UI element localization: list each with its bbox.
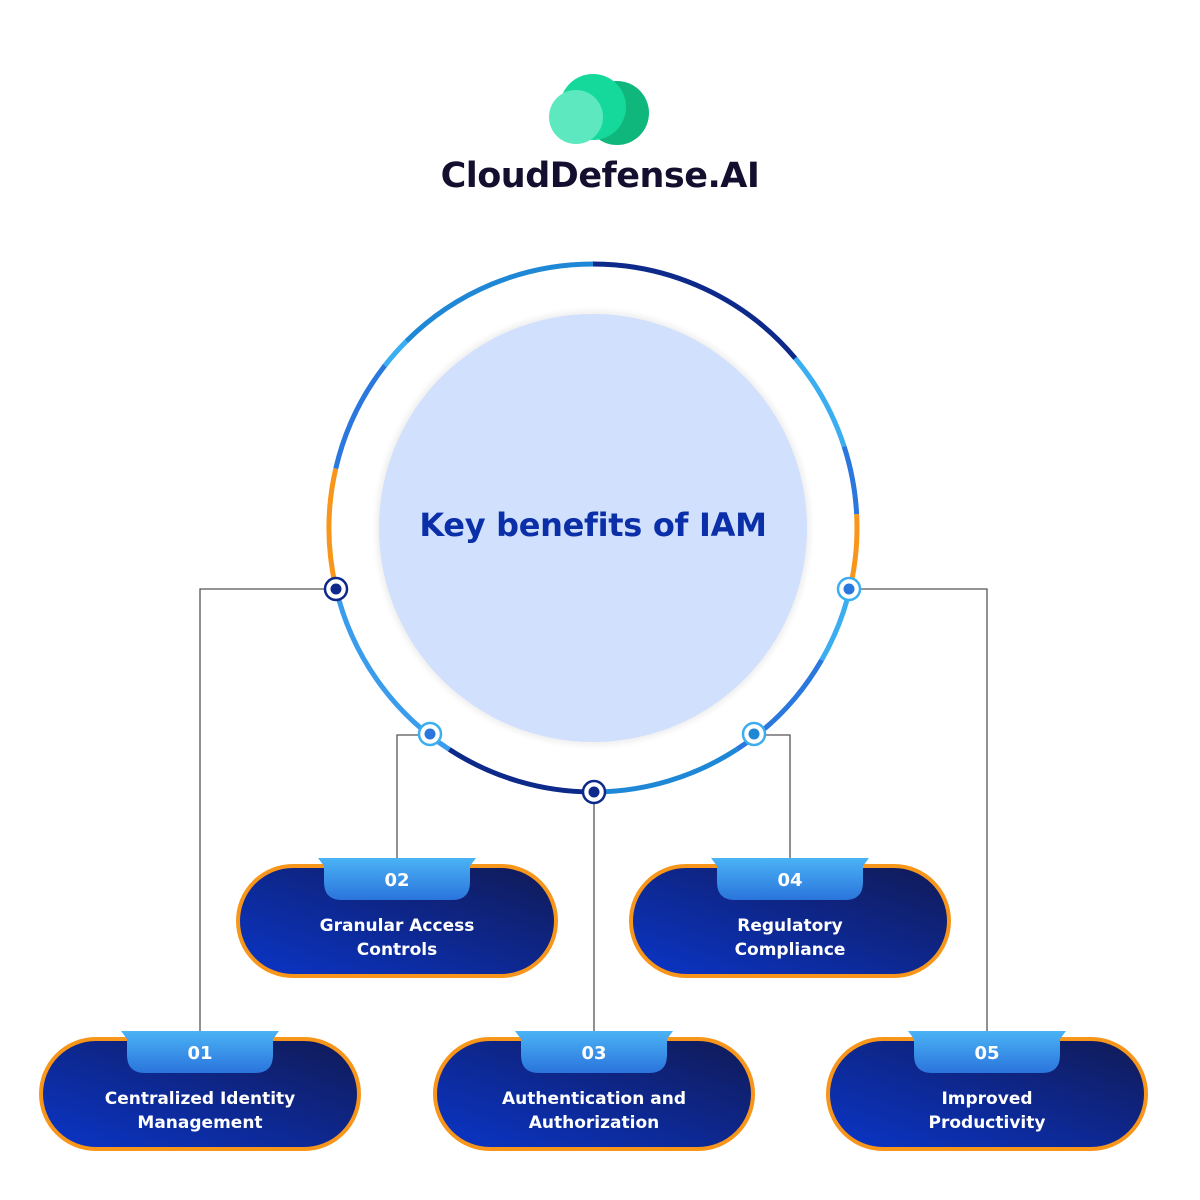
ring-segment-top-right bbox=[592, 261, 798, 360]
ring-segment-top-left bbox=[404, 261, 594, 344]
connector-02 bbox=[396, 734, 430, 860]
ring-segment-bottom-right2 bbox=[592, 747, 739, 795]
node-04-icon bbox=[741, 721, 767, 747]
benefit-card-shape-04 bbox=[629, 858, 951, 978]
benefit-number: 03 bbox=[581, 1043, 607, 1064]
card-number-tab bbox=[908, 1031, 1066, 1073]
benefit-card-shape-05 bbox=[826, 1031, 1148, 1151]
card-number-tab bbox=[711, 858, 869, 900]
ring-segment-left-light bbox=[382, 339, 409, 368]
center-title: Key benefits of IAM bbox=[419, 506, 767, 544]
benefit-label-line2: Management bbox=[137, 1113, 263, 1133]
benefit-label-line1: Improved bbox=[941, 1089, 1033, 1109]
benefit-label-line1: Centralized Identity bbox=[104, 1089, 296, 1109]
benefit-number: 01 bbox=[187, 1043, 213, 1064]
ring-segment-left-orange bbox=[326, 468, 339, 588]
card-number-tab bbox=[121, 1031, 279, 1073]
benefit-number: 02 bbox=[384, 870, 410, 891]
center-circle bbox=[379, 314, 807, 742]
benefit-card-shape-01 bbox=[39, 1031, 361, 1151]
benefit-label-line1: Authentication and bbox=[501, 1089, 687, 1109]
node-02-icon bbox=[417, 721, 443, 747]
benefit-label-line2: Controls bbox=[356, 940, 438, 960]
ring-segment-right-orange bbox=[847, 514, 860, 588]
benefit-label-line2: Authorization bbox=[528, 1113, 660, 1133]
ring-segment-bottom-left bbox=[447, 747, 594, 795]
benefit-number: 05 bbox=[974, 1043, 1000, 1064]
ring-segment-right-mid bbox=[841, 445, 860, 515]
ring-segment-right-upper bbox=[793, 356, 847, 448]
ring-segment-left-upper bbox=[333, 363, 387, 470]
benefit-number: 04 bbox=[777, 870, 803, 891]
node-03-icon bbox=[581, 779, 607, 805]
cloud-icon bbox=[549, 74, 649, 145]
ring-nodes bbox=[323, 576, 862, 805]
benefit-label-line1: Regulatory bbox=[737, 916, 843, 936]
benefit-card-shape-02 bbox=[236, 858, 558, 978]
card-number-tab bbox=[515, 1031, 673, 1073]
benefit-label-line2: Productivity bbox=[928, 1113, 1046, 1133]
benefit-cards bbox=[39, 858, 1148, 1151]
node-05-icon bbox=[836, 576, 862, 602]
card-number-tab bbox=[318, 858, 476, 900]
node-01-icon bbox=[323, 576, 349, 602]
benefit-card-shape-03 bbox=[433, 1031, 755, 1151]
brand-name: CloudDefense.AI bbox=[440, 156, 760, 196]
connector-05 bbox=[849, 588, 988, 1032]
benefit-label-line1: Granular Access bbox=[319, 916, 475, 936]
benefit-label-line2: Compliance bbox=[734, 940, 846, 960]
connector-04 bbox=[754, 734, 791, 860]
connector-01 bbox=[199, 588, 336, 1032]
